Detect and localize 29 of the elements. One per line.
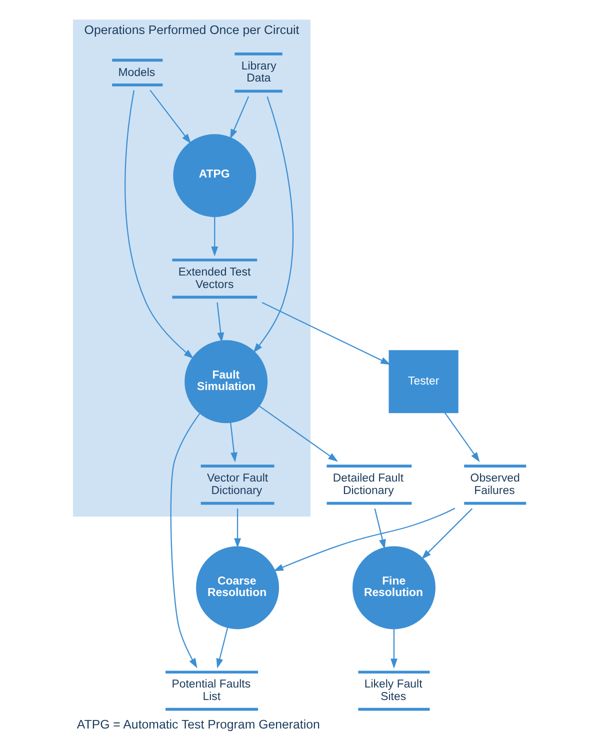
arrow (124, 90, 194, 359)
node-box: Tester (388, 350, 458, 414)
arrow (230, 422, 238, 462)
node-circle: Fine Resolution (352, 546, 436, 630)
node-text: Models (118, 66, 156, 79)
arrow (390, 628, 398, 669)
node-text: Extended Test Vectors (178, 266, 251, 291)
arrow (216, 628, 228, 669)
arrow (273, 508, 456, 572)
node-text: Library Data (241, 60, 276, 85)
arrow (211, 216, 218, 256)
arrow (444, 412, 480, 462)
arrow (216, 302, 224, 342)
arrow (150, 90, 192, 144)
arrow (170, 413, 200, 668)
caption: ATPG = Automatic Test Program Generation (76, 717, 320, 732)
node-text: Potential Faults List (172, 678, 251, 703)
node-text: Vector Fault Dictionary (207, 472, 268, 497)
arrow (262, 302, 391, 365)
node-text: Likely Fault Sites (364, 678, 422, 703)
arrow (421, 508, 473, 560)
arrow (234, 508, 242, 548)
node-text: Observed Failures (470, 472, 520, 497)
arrow (374, 508, 386, 550)
node-circle: Coarse Resolution (196, 546, 280, 630)
arrow (258, 406, 338, 462)
node-text: Detailed Fault Dictionary (332, 472, 404, 497)
arrow (230, 96, 250, 140)
arrow (253, 96, 294, 353)
